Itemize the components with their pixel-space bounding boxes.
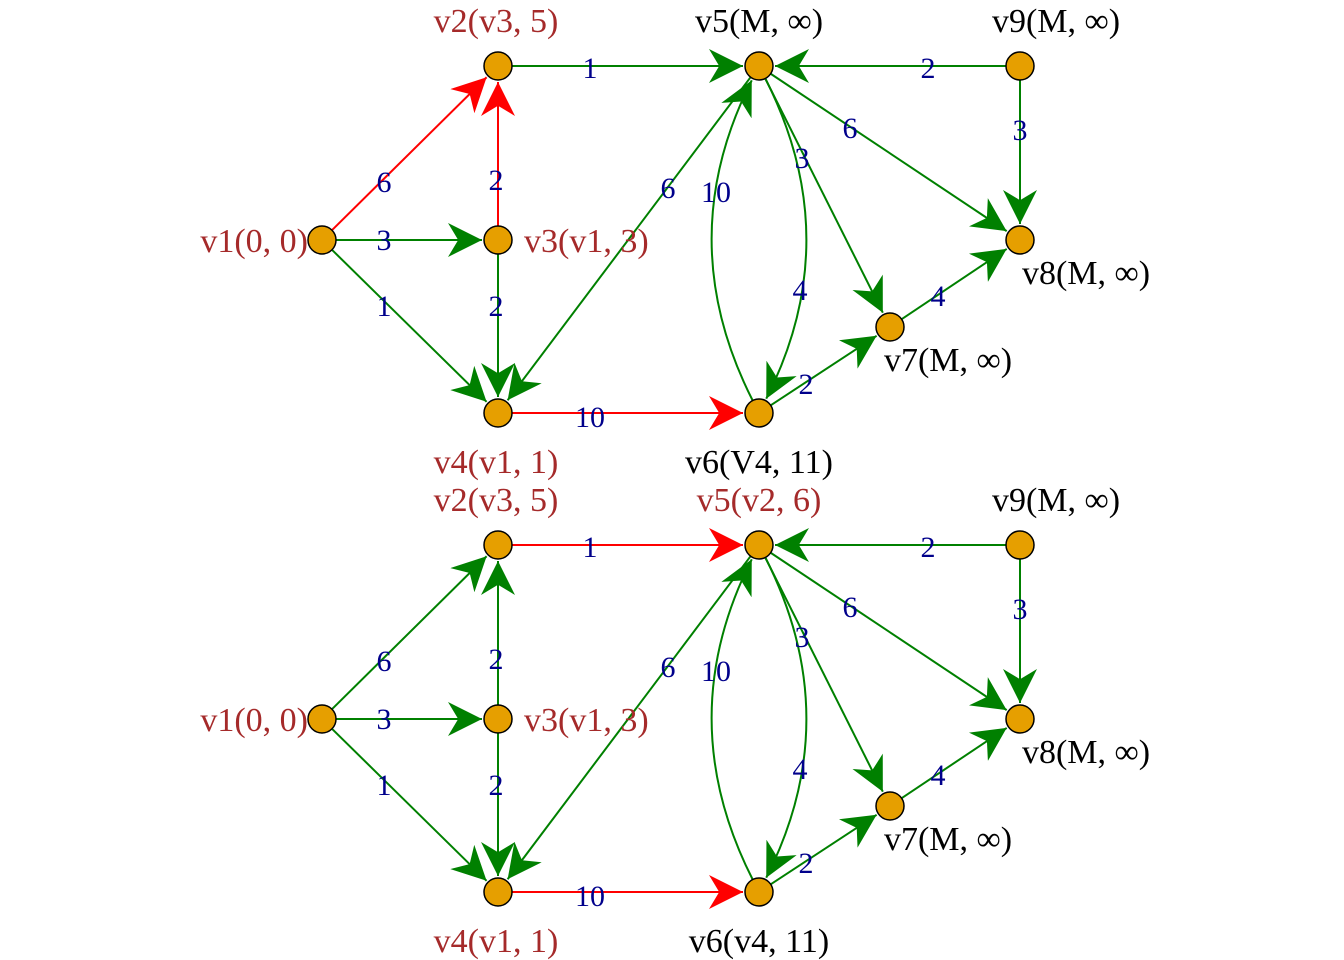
node-label-v1: v1(0, 0) (200, 702, 308, 739)
node-label-v5: v5(v2, 6) (697, 482, 822, 519)
edge-v6-v5 (710, 558, 754, 880)
edge-weight-v9-v5: 2 (921, 531, 936, 564)
edge-weight-v4-v6: 10 (575, 880, 605, 913)
node-v2 (483, 51, 513, 81)
node-label-v7: v7(M, ∞) (884, 821, 1012, 858)
node-label-v6: v6(v4, 11) (689, 923, 829, 960)
edge-weight-v6-v7: 2 (799, 368, 814, 401)
node-v7 (875, 312, 905, 342)
node-v1 (307, 225, 337, 255)
node-label-v1: v1(0, 0) (200, 223, 308, 260)
node-v7 (875, 791, 905, 821)
edge-v6-v7 (770, 813, 878, 886)
edge-weight-v5-v7: 3 (795, 142, 810, 175)
node-v9 (1005, 51, 1035, 81)
edge-weight-v6-v5: 10 (701, 655, 731, 688)
edge-weight-v1-v3: 3 (377, 703, 392, 736)
edge-weight-v1-v4: 1 (377, 290, 392, 323)
node-label-v8: v8(M, ∞) (1022, 255, 1150, 292)
edge-v5-v7 (764, 557, 884, 793)
edge-v5-v8 (770, 72, 1008, 232)
edge-v1-v2 (331, 555, 488, 710)
node-v3 (483, 225, 513, 255)
edge-weight-v5-v8: 6 (843, 591, 858, 624)
node-label-v7: v7(M, ∞) (884, 342, 1012, 379)
edge-weight-v9-v8: 3 (1013, 114, 1028, 147)
node-label-v8: v8(M, ∞) (1022, 734, 1150, 771)
edge-v5-v7 (764, 78, 884, 314)
node-label-v9: v9(M, ∞) (992, 3, 1120, 40)
edge-v7-v8 (901, 727, 1008, 800)
node-v1 (307, 704, 337, 734)
edge-weight-v5-v6: 4 (793, 274, 808, 307)
node-label-v2: v2(v3, 5) (434, 3, 559, 40)
node-v8 (1005, 704, 1035, 734)
edge-v5-v8 (770, 551, 1008, 711)
edge-weight-v2-v5: 1 (583, 531, 598, 564)
node-label-v2: v2(v3, 5) (434, 482, 559, 519)
node-v8 (1005, 225, 1035, 255)
node-v4 (483, 398, 513, 428)
node-v5 (744, 530, 774, 560)
edge-weight-v9-v8: 3 (1013, 593, 1028, 626)
edge-v5-v6 (764, 78, 808, 400)
edge-weight-v7-v8: 4 (931, 280, 946, 313)
node-label-v9: v9(M, ∞) (992, 482, 1120, 519)
edge-weight-v5-v8: 6 (843, 112, 858, 145)
node-v6 (744, 877, 774, 907)
edge-weight-v2-v5: 1 (583, 52, 598, 85)
edge-weight-v3-v2: 2 (489, 643, 504, 676)
edge-weight-v6-v5: 10 (701, 176, 731, 209)
node-label-v3: v3(v1, 3) (524, 223, 649, 260)
edge-weight-v4-v6: 10 (575, 401, 605, 434)
node-label-v4: v4(v1, 1) (434, 444, 559, 481)
edge-weight-v3-v2: 2 (489, 164, 504, 197)
edge-weight-v5-v7: 3 (795, 621, 810, 654)
edge-weight-v3-v4: 2 (489, 290, 504, 323)
node-label-v6: v6(V4, 11) (685, 444, 833, 481)
node-v6 (744, 398, 774, 428)
edge-weight-v7-v8: 4 (931, 759, 946, 792)
node-v2 (483, 530, 513, 560)
node-label-v5: v5(M, ∞) (695, 3, 823, 40)
node-v3 (483, 704, 513, 734)
edge-weight-v1-v2: 6 (377, 645, 392, 678)
node-label-v4: v4(v1, 1) (434, 923, 559, 960)
edge-weight-v5-v4: 6 (661, 172, 676, 205)
node-v9 (1005, 530, 1035, 560)
edge-weight-v5-v6: 4 (793, 753, 808, 786)
edge-v1-v4 (331, 249, 488, 403)
edge-weight-v5-v4: 6 (661, 651, 676, 684)
edge-weight-v6-v7: 2 (799, 847, 814, 880)
edge-weight-v1-v2: 6 (377, 166, 392, 199)
edge-v6-v7 (770, 334, 878, 407)
edge-v5-v6 (764, 557, 808, 879)
edge-weight-v1-v4: 1 (377, 769, 392, 802)
edge-v6-v5 (710, 79, 754, 401)
edge-weight-v1-v3: 3 (377, 224, 392, 257)
edge-v7-v8 (901, 248, 1008, 321)
node-v4 (483, 877, 513, 907)
edge-v5-v4 (506, 76, 752, 401)
edge-weight-v3-v4: 2 (489, 769, 504, 802)
edge-v1-v4 (331, 728, 488, 882)
node-label-v3: v3(v1, 3) (524, 702, 649, 739)
edge-v5-v4 (506, 555, 752, 880)
edge-v1-v2 (331, 76, 488, 231)
edge-weight-v9-v5: 2 (921, 52, 936, 85)
node-v5 (744, 51, 774, 81)
